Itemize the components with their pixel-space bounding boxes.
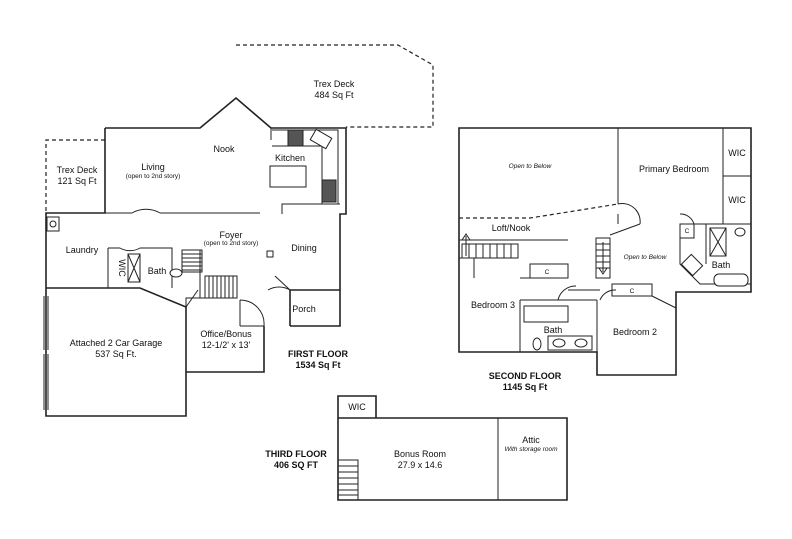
garage-doors bbox=[43, 296, 49, 410]
hall-toilet bbox=[532, 337, 542, 351]
bonus-room-size: 27.9 x 14.6 bbox=[398, 460, 443, 470]
closet-1-label: C bbox=[545, 269, 550, 276]
loft-label: Loft/Nook bbox=[492, 223, 531, 233]
kitchen-label: Kitchen bbox=[275, 153, 305, 163]
first-floor-plan: Trex Deck 484 Sq Ft Trex Deck 121 Sq Ft … bbox=[43, 44, 434, 417]
second-wic-2-label: WIC bbox=[728, 195, 746, 205]
open-to-below-2: Open to Below bbox=[624, 254, 668, 261]
closet-2-label: C bbox=[630, 288, 635, 295]
hall-sink-2 bbox=[574, 338, 588, 348]
first-floor-door-swings bbox=[119, 208, 291, 327]
primary-closet-box bbox=[679, 223, 695, 239]
second-floor-plan: Open to Below Open to Below Primary Bedr… bbox=[458, 127, 752, 392]
bath-label: Bath bbox=[148, 266, 167, 276]
primary-toilet bbox=[734, 227, 746, 237]
first-floor-stairs bbox=[181, 249, 238, 299]
living-label: Living bbox=[141, 162, 165, 172]
porch-label: Porch bbox=[292, 304, 316, 314]
first-floor-caption: FIRST FLOOR bbox=[288, 349, 348, 359]
first-floor-wic-cabinet bbox=[127, 253, 141, 283]
dining-post bbox=[266, 250, 274, 258]
open-to-below-1: Open to Below bbox=[509, 163, 553, 170]
office-label: Office/Bonus bbox=[200, 329, 252, 339]
first-floor-sqft: 1534 Sq Ft bbox=[295, 360, 340, 370]
office-size: 12-1/2' x 13' bbox=[202, 340, 251, 350]
stove bbox=[321, 179, 337, 203]
kitchen-sink bbox=[309, 128, 333, 150]
third-floor-plan: WIC Bonus Room 27.9 x 14.6 Attic With st… bbox=[265, 395, 568, 501]
fridge bbox=[287, 129, 304, 147]
dining-label: Dining bbox=[291, 243, 317, 253]
third-floor-caption: THIRD FLOOR bbox=[265, 449, 327, 459]
trex-deck-left-label: Trex Deck bbox=[57, 165, 98, 175]
third-floor-stairs bbox=[337, 459, 359, 501]
second-wic-1-label: WIC bbox=[728, 148, 746, 158]
laundry-sink bbox=[46, 216, 60, 232]
hall-tub bbox=[523, 305, 569, 323]
second-floor-caption: SECOND FLOOR bbox=[489, 371, 562, 381]
first-floor-walls bbox=[45, 96, 347, 417]
third-wic-label: WIC bbox=[348, 402, 366, 412]
second-floor-stairs bbox=[461, 237, 611, 279]
attic-note: With storage room bbox=[504, 446, 558, 453]
trex-deck-left-outline bbox=[45, 139, 105, 213]
primary-bedroom-label: Primary Bedroom bbox=[639, 164, 709, 174]
second-floor-interior-walls bbox=[459, 128, 751, 353]
trex-deck-left-size: 121 Sq Ft bbox=[57, 176, 97, 186]
bedroom-3-label: Bedroom 3 bbox=[471, 300, 515, 310]
primary-tub bbox=[713, 273, 749, 287]
stair-arrow-2 bbox=[598, 242, 608, 275]
laundry-sink-drain bbox=[49, 220, 57, 228]
garage-size: 537 Sq Ft. bbox=[95, 349, 137, 359]
laundry-label: Laundry bbox=[66, 245, 99, 255]
trex-deck-top-label: Trex Deck bbox=[314, 79, 355, 89]
closet-3-label: C bbox=[685, 228, 690, 235]
living-note: (open to 2nd story) bbox=[126, 173, 181, 180]
attic-label: Attic bbox=[522, 435, 540, 445]
trex-deck-top-outline bbox=[236, 44, 434, 128]
hall-bath-label: Bath bbox=[544, 325, 563, 335]
wic-label: WIC bbox=[117, 259, 127, 277]
bedroom-2-label: Bedroom 2 bbox=[613, 327, 657, 337]
bonus-room-label: Bonus Room bbox=[394, 449, 446, 459]
primary-sink bbox=[680, 253, 704, 277]
second-floor-door-swings bbox=[557, 203, 695, 301]
first-floor-interior-walls bbox=[105, 97, 340, 327]
second-floor-open-edge bbox=[459, 203, 619, 219]
trex-deck-top-size: 484 Sq Ft bbox=[314, 90, 354, 100]
nook-label: Nook bbox=[213, 144, 235, 154]
garage-label: Attached 2 Car Garage bbox=[70, 338, 163, 348]
closet-box-1 bbox=[529, 263, 569, 279]
second-floor-sqft: 1145 Sq Ft bbox=[503, 382, 548, 392]
foyer-label: Foyer bbox=[219, 230, 242, 240]
primary-bath-cabinet bbox=[709, 227, 727, 257]
first-floor-toilet bbox=[169, 268, 183, 278]
stair-arrow-1 bbox=[461, 233, 471, 256]
kitchen-island bbox=[269, 165, 307, 188]
primary-bath-label: Bath bbox=[712, 260, 731, 270]
third-floor-sqft: 406 SQ FT bbox=[274, 460, 319, 470]
foyer-note: (open to 2nd story) bbox=[204, 240, 259, 247]
hall-sink-1 bbox=[552, 338, 566, 348]
